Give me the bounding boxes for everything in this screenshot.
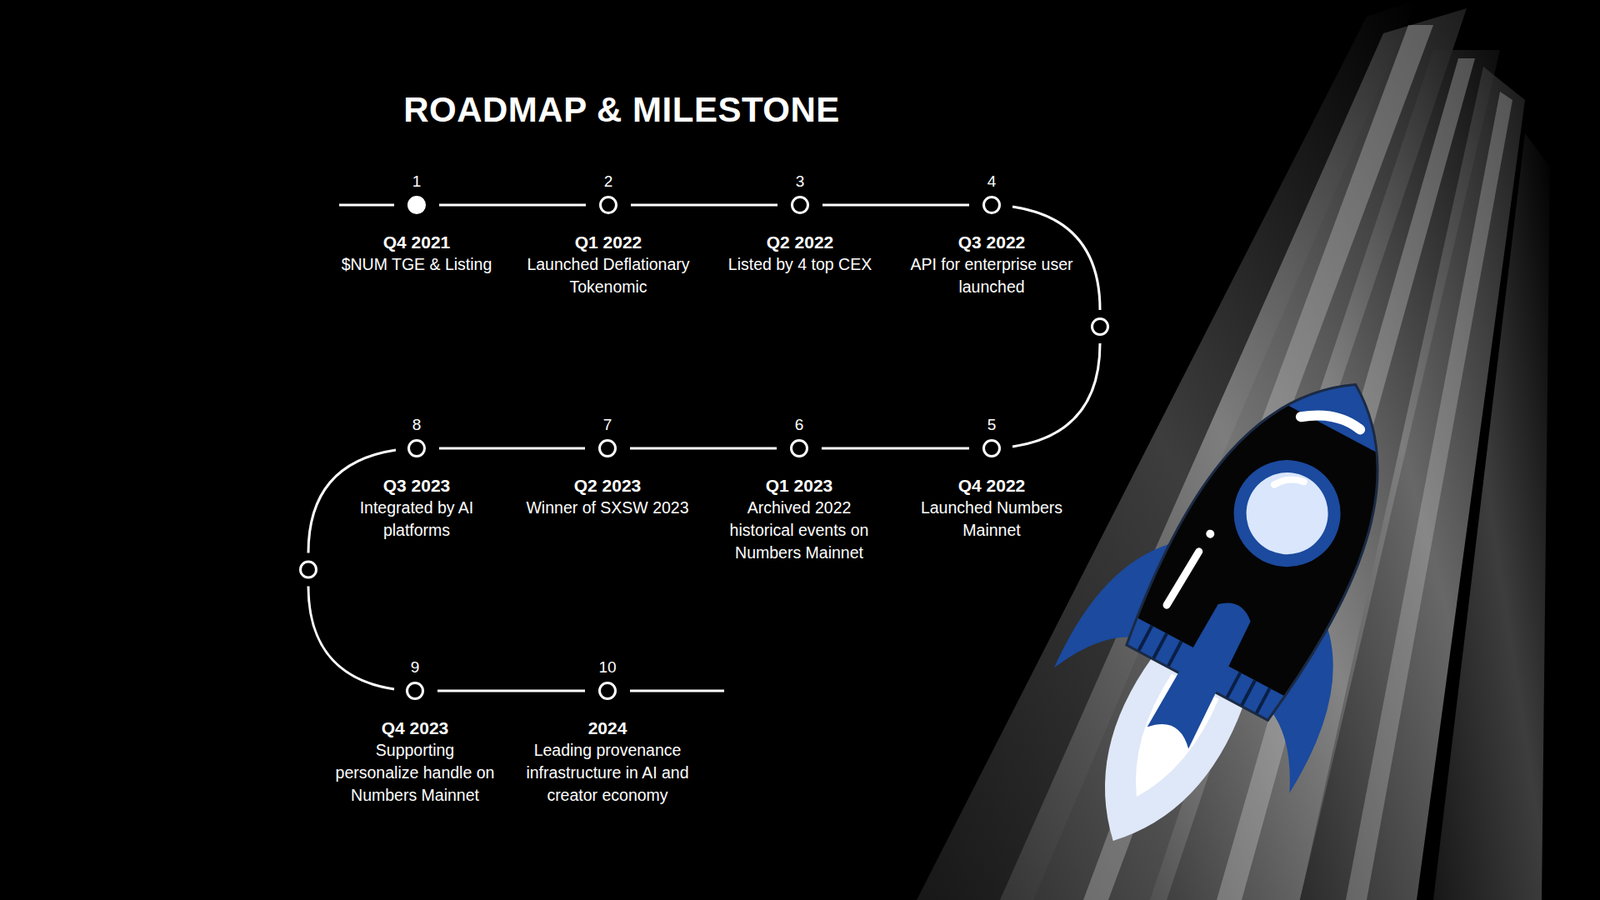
timeline-connector: [630, 447, 777, 450]
milestone-circle: [407, 195, 426, 215]
milestone-node: 8Q3 2023Integrated by AI platforms: [407, 439, 426, 458]
milestone-number: 5: [987, 415, 997, 435]
diagram-title: ROADMAP & MILESTONE: [403, 90, 840, 130]
milestone-number: 8: [412, 415, 422, 435]
milestone-date: Q3 2023: [383, 475, 451, 496]
milestone-date: Q4 2022: [958, 475, 1026, 496]
milestone-number: 4: [987, 172, 997, 191]
turn-circle: [1092, 319, 1109, 335]
turn-circle: [300, 561, 317, 578]
milestone-date: 2024: [588, 718, 628, 739]
milestone-date: Q2 2022: [766, 232, 835, 253]
timeline-connector: [1012, 206, 1100, 447]
milestone-number: 7: [603, 415, 613, 435]
timeline-connector: [439, 447, 585, 450]
milestone-date: Q1 2023: [765, 475, 834, 496]
timeline-connector: [439, 204, 586, 207]
milestone-date: Q3 2022: [958, 232, 1026, 253]
milestone-circle: [982, 439, 1001, 458]
milestone-description: Winner of SXSW 2023: [525, 496, 690, 520]
timeline-connector: [821, 447, 970, 450]
milestone-node: 102024Leading provenance infrastructure …: [598, 681, 617, 700]
milestone-number: 2: [604, 172, 614, 191]
milestone-node: 3Q2 2022Listed by 4 top CEX: [790, 195, 810, 215]
milestone-number: 1: [412, 172, 422, 191]
milestone-description: Launched Deflationary Tokenomic: [526, 253, 690, 299]
milestone-number: 9: [410, 658, 420, 677]
milestone-date: Q1 2022: [575, 232, 643, 253]
milestone-date: Q2 2023: [574, 475, 642, 496]
milestone-node: 2Q1 2022Launched Deflationary Tokenomic: [599, 195, 618, 215]
milestone-number: 10: [598, 658, 616, 677]
timeline-connector: [308, 450, 396, 690]
milestone-description: $NUM TGE & Listing: [335, 253, 499, 276]
milestone-description: Supporting personalize handle on Numbers…: [333, 739, 497, 807]
milestone-description: Archived 2022 historical events on Numbe…: [717, 496, 881, 565]
milestone-circle: [599, 195, 618, 215]
milestone-description: API for enterprise user launched: [910, 253, 1074, 299]
milestone-circle: [598, 681, 617, 700]
milestone-circle: [405, 681, 425, 700]
milestone-date: Q4 2021: [383, 232, 451, 253]
milestone-description: Integrated by AI platforms: [335, 496, 499, 542]
milestone-circle: [790, 195, 810, 215]
milestone-node: 1Q4 2021$NUM TGE & Listing: [407, 195, 426, 215]
milestone-node: 4Q3 2022API for enterprise user launched: [982, 195, 1001, 215]
timeline-connector: [630, 204, 778, 207]
speed-streaks: [916, 0, 1550, 900]
milestone-description: Launched Numbers Mainnet: [910, 496, 1074, 542]
milestone-circle: [790, 439, 809, 458]
milestone-circle: [407, 439, 426, 458]
milestone-date: Q4 2023: [381, 718, 450, 739]
milestone-node: 9Q4 2023Supporting personalize handle on…: [405, 681, 425, 700]
milestone-circle: [598, 439, 617, 458]
milestone-number: 6: [795, 415, 805, 435]
milestone-node: 6Q1 2023Archived 2022 historical events …: [790, 439, 809, 458]
timeline-connector: [822, 204, 970, 207]
milestone-node: 7Q2 2023Winner of SXSW 2023: [598, 439, 617, 458]
timeline-connector: [437, 690, 585, 693]
milestone-description: Leading provenance infrastructure in AI …: [525, 739, 690, 807]
milestone-node: 5Q4 2022Launched Numbers Mainnet: [982, 439, 1001, 458]
milestone-number: 3: [795, 172, 805, 191]
milestone-circle: [982, 195, 1001, 215]
milestone-description: Listed by 4 top CEX: [718, 253, 882, 276]
rocket: [994, 306, 1482, 900]
